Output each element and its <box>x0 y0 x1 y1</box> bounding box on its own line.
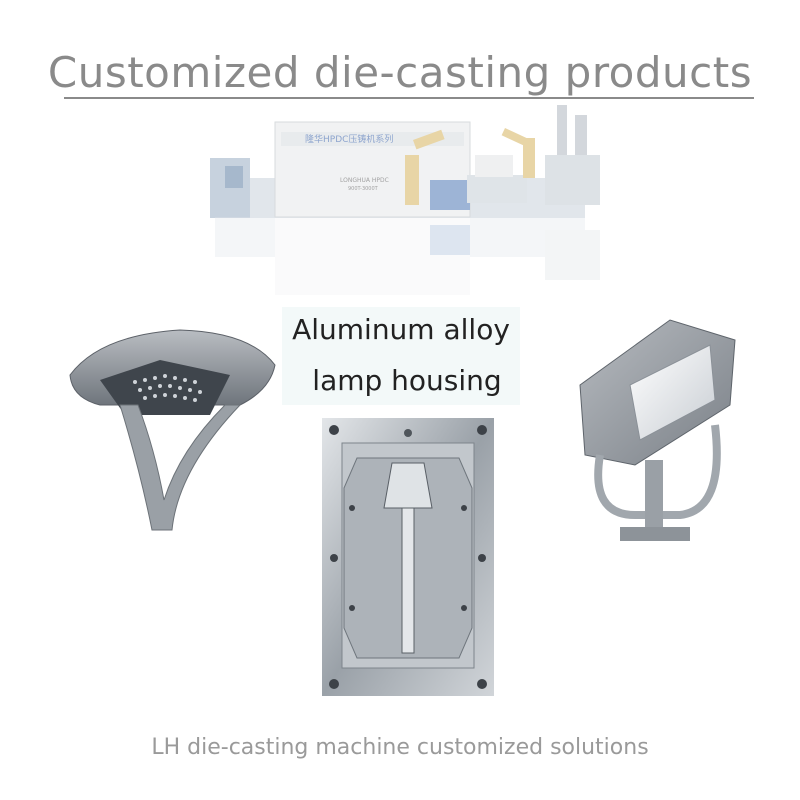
machine-brand-label: 隆华HPDC压铸机系列 <box>305 133 393 145</box>
machine-model-label: LONGHUA HPDC <box>340 177 389 184</box>
street-lamp-left-image <box>69 329 276 531</box>
footer-caption: LH die-casting machine customized soluti… <box>151 735 649 760</box>
title-underline <box>64 97 754 99</box>
caption-line-2: lamp housing <box>312 364 502 397</box>
flood-lamp-right-image <box>579 319 736 541</box>
machine-range-label: 900T-3000T <box>348 186 379 192</box>
caption-line-1: Aluminum alloy <box>292 313 510 346</box>
die-cast-mould-image <box>322 418 494 696</box>
page-title: Customized die-casting products <box>47 48 753 97</box>
die-casting-machine-image: 隆华HPDC压铸机系列 LONGHUA HPDC 900T-3000T <box>210 105 600 295</box>
caption-background <box>282 307 520 405</box>
